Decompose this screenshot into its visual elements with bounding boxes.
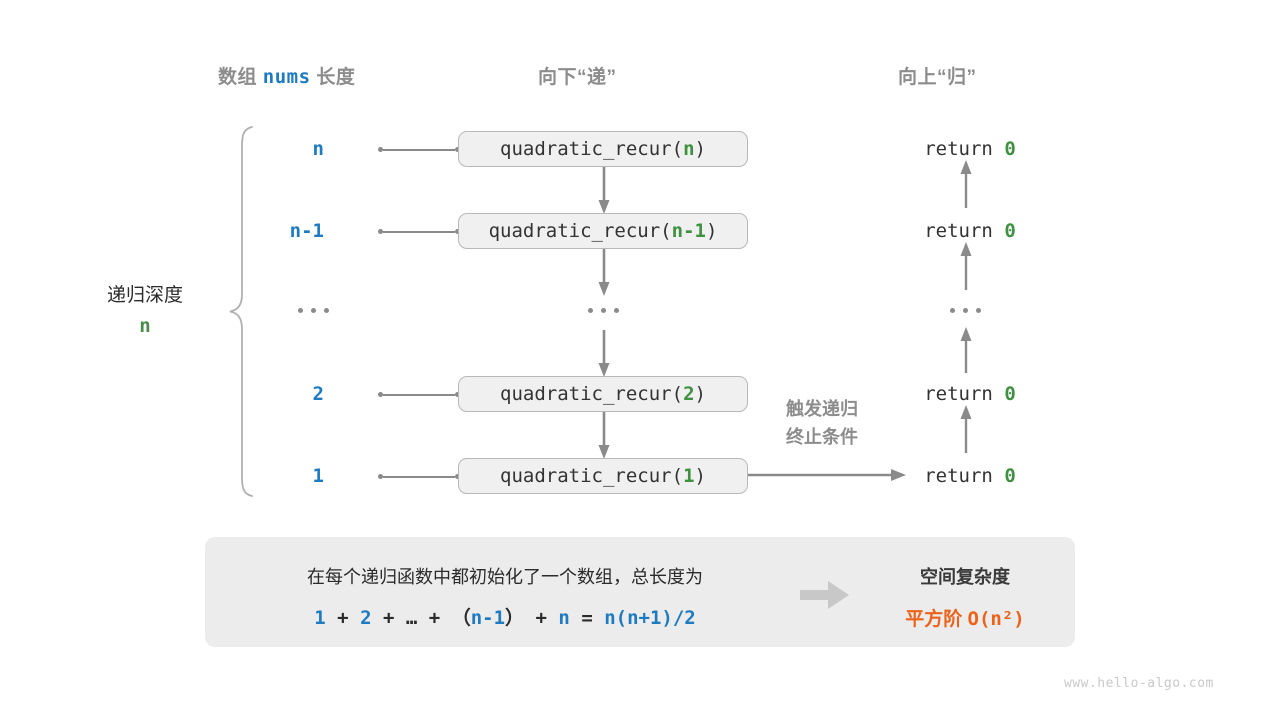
formula-part-5: + [428, 607, 441, 629]
call-ellipsis [588, 308, 619, 313]
formula-part-6: （ [451, 608, 471, 629]
return-value-1: 0 [1004, 138, 1016, 160]
return-keyword-1: return [924, 138, 993, 160]
call-box-5[interactable]: quadratic_recur(1) [458, 458, 748, 494]
ascend-arrow-3 [958, 325, 974, 373]
return-value-2: 0 [1004, 220, 1016, 242]
descend-arrow-1 [596, 167, 612, 215]
depth-index-5: 1 [312, 465, 324, 487]
base-case-annotation-line1: 触发递归 [786, 399, 858, 419]
return-keyword-5: return [924, 465, 993, 487]
return-label-2: return 0 [880, 220, 1060, 242]
call-box-4[interactable]: quadratic_recur(2) [458, 376, 748, 412]
header-ascend: 向上“归” [898, 67, 977, 88]
header-array-length: 数组 nums 长度 [218, 62, 355, 89]
base-case-annotation: 触发递归 终止条件 [762, 396, 882, 452]
formula-part-3: + [382, 607, 395, 629]
space-complexity-title: 空间复杂度 [920, 567, 1010, 587]
ascend-arrow-2 [958, 240, 974, 290]
formula-part-7: n-1 [470, 607, 506, 629]
return-value-4: 0 [1004, 383, 1016, 405]
recursion-depth-group: 递归深度 n [60, 280, 230, 337]
result-arrow-icon [800, 580, 850, 610]
formula-part-0: 1 [314, 607, 326, 629]
return-label-5: return 0 [880, 465, 1060, 487]
call-box-5-text: quadratic_recur(1) [500, 465, 706, 487]
connector-2 [378, 229, 460, 234]
header-left-suffix: 长度 [316, 67, 356, 88]
space-complexity-notation: O(n²) [967, 608, 1025, 630]
header-descend: 向下“递” [538, 67, 617, 88]
return-keyword-2: return [924, 220, 993, 242]
depth-index-4: 2 [312, 383, 324, 405]
return-value-5: 0 [1004, 465, 1016, 487]
call-box-1-text: quadratic_recur(n) [500, 138, 706, 160]
descend-arrow-4 [596, 412, 612, 460]
header-left-code: nums [262, 66, 311, 88]
depth-index-2: n-1 [289, 220, 324, 242]
formula-part-4: … [405, 607, 418, 629]
space-complexity-order: 平方阶 [905, 609, 963, 630]
descend-arrow-3 [596, 330, 612, 378]
return-label-4: return 0 [880, 383, 1060, 405]
call-box-4-text: quadratic_recur(2) [500, 383, 706, 405]
return-label-1: return 0 [880, 138, 1060, 160]
call-box-2-text: quadratic_recur(n-1) [488, 220, 718, 242]
recursion-depth-label: 递归深度 [106, 285, 183, 306]
summary-description: 在每个递归函数中都初始化了一个数组，总长度为 [307, 567, 703, 587]
depth-index-ellipsis [298, 308, 329, 313]
ascend-arrow-1 [958, 158, 974, 208]
call-box-1[interactable]: quadratic_recur(n) [458, 131, 748, 167]
formula-part-12: n(n+1)/2 [604, 607, 696, 629]
summary-panel [205, 537, 1075, 647]
formula-part-10: n [558, 607, 570, 629]
formula-part-11: = [581, 607, 593, 629]
depth-index-1: n [312, 138, 324, 160]
watermark: www.hello-algo.com [1064, 676, 1214, 691]
recursion-depth-value: n [139, 315, 151, 337]
ascend-arrow-4 [958, 403, 974, 453]
descend-arrow-2 [596, 249, 612, 297]
connector-5 [378, 474, 460, 479]
return-keyword-4: return [924, 383, 993, 405]
formula-part-1: + [337, 607, 349, 629]
base-case-annotation-line2: 终止条件 [786, 426, 858, 447]
formula-part-8: ） [505, 608, 525, 629]
summary-formula: 1 + 2 + … + （n-1） + n = n(n+1)/2 [225, 603, 785, 630]
depth-brace [226, 124, 256, 499]
return-ellipsis [950, 308, 981, 313]
formula-part-2: 2 [360, 607, 372, 629]
space-complexity-value: 平方阶 O(n²) [870, 604, 1060, 631]
formula-part-9: + [535, 607, 547, 629]
connector-4 [378, 392, 460, 397]
call-box-2[interactable]: quadratic_recur(n-1) [458, 213, 748, 249]
connector-1 [378, 147, 460, 152]
header-left-prefix: 数组 [218, 67, 258, 88]
base-case-arrow [748, 466, 908, 484]
